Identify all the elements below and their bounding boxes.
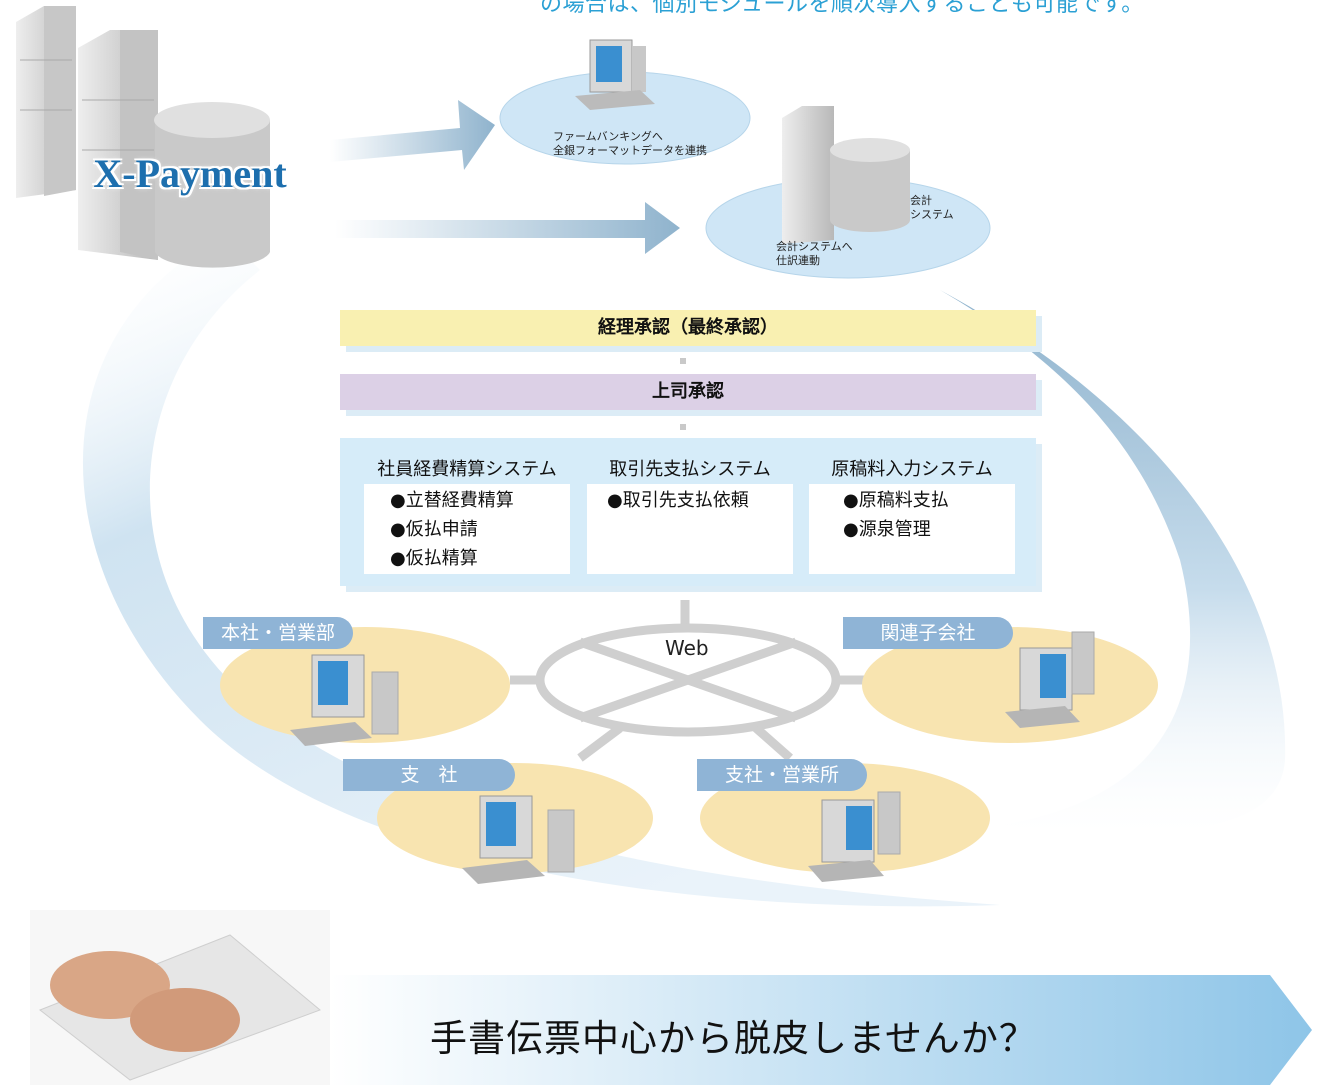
location-tag-honsha: 本社・営業部 xyxy=(203,617,353,649)
system-manuscript-fee: 原稿料入力システム ●原稿料支払 ●源泉管理 xyxy=(809,456,1015,574)
accounting-system-label: 会計 システム xyxy=(910,194,954,222)
computer-icon xyxy=(462,795,575,884)
system-title: 取引先支払システム xyxy=(587,456,793,484)
keyboard-hands-image xyxy=(30,910,330,1085)
computer-icon xyxy=(575,39,655,110)
swoosh-right xyxy=(940,290,1286,834)
bar-connector xyxy=(680,358,686,364)
approval-final-bar: 経理承認（最終承認） xyxy=(340,310,1036,346)
banner-text: 手書伝票中心から脱皮しませんか？ xyxy=(430,1017,1037,1060)
arrow-to-accounting xyxy=(335,202,680,254)
product-name: X-Payment xyxy=(93,151,287,196)
banner-arrow xyxy=(330,975,1312,1085)
system-item: ●原稿料支払 xyxy=(843,490,949,511)
firm-banking-caption: ファームバンキングへ 全銀フォーマットデータを連携 xyxy=(553,130,707,158)
accounting-server-icon xyxy=(782,106,910,244)
system-title: 社員経費精算システム xyxy=(364,456,570,484)
location-tag-shisha: 支 社 xyxy=(343,759,515,791)
intro-text: の場合は、個別モジュールを順次導入することも可能です。 xyxy=(540,0,1144,17)
swoosh-left xyxy=(82,235,1000,907)
computer-icon xyxy=(808,791,901,882)
firm-banking-line-2: 全銀フォーマットデータを連携 xyxy=(553,144,707,157)
system-item: ●仮払精算 xyxy=(390,548,478,569)
system-title: 原稿料入力システム xyxy=(809,456,1015,484)
system-employee-expense: 社員経費精算システム ●立替経費精算 ●仮払申請 ●仮払精算 xyxy=(364,456,570,574)
system-item: ●仮払申請 xyxy=(390,519,478,540)
accounting-caption: 会計システムへ 仕訳連動 xyxy=(776,240,853,268)
system-supplier-payment: 取引先支払システム ●取引先支払依頼 xyxy=(587,456,793,574)
location-ellipse-honsha xyxy=(220,627,510,743)
firm-banking-line-1: ファームバンキングへ xyxy=(553,130,663,143)
bar-connector xyxy=(680,424,686,430)
system-item: ●取引先支払依頼 xyxy=(607,490,749,511)
computer-icon xyxy=(290,654,399,746)
computer-icon xyxy=(1005,631,1095,728)
system-item: ●源泉管理 xyxy=(843,519,931,540)
system-item: ●立替経費精算 xyxy=(390,490,514,511)
location-tag-eigyosho: 支社・営業所 xyxy=(697,759,867,791)
accounting-caption-line-2: 仕訳連動 xyxy=(776,254,820,267)
accounting-caption-line-1: 会計システムへ xyxy=(776,240,853,253)
location-tag-kanren: 関連子会社 xyxy=(843,617,1013,649)
approval-superior-bar: 上司承認 xyxy=(340,374,1036,410)
web-label: Web xyxy=(665,636,709,660)
arrow-to-firm-banking xyxy=(330,100,495,170)
accounting-label-line-2: システム xyxy=(910,208,954,221)
web-network xyxy=(510,600,865,762)
xpayment-server-icon xyxy=(16,6,270,268)
accounting-label-line-1: 会計 xyxy=(910,194,932,207)
